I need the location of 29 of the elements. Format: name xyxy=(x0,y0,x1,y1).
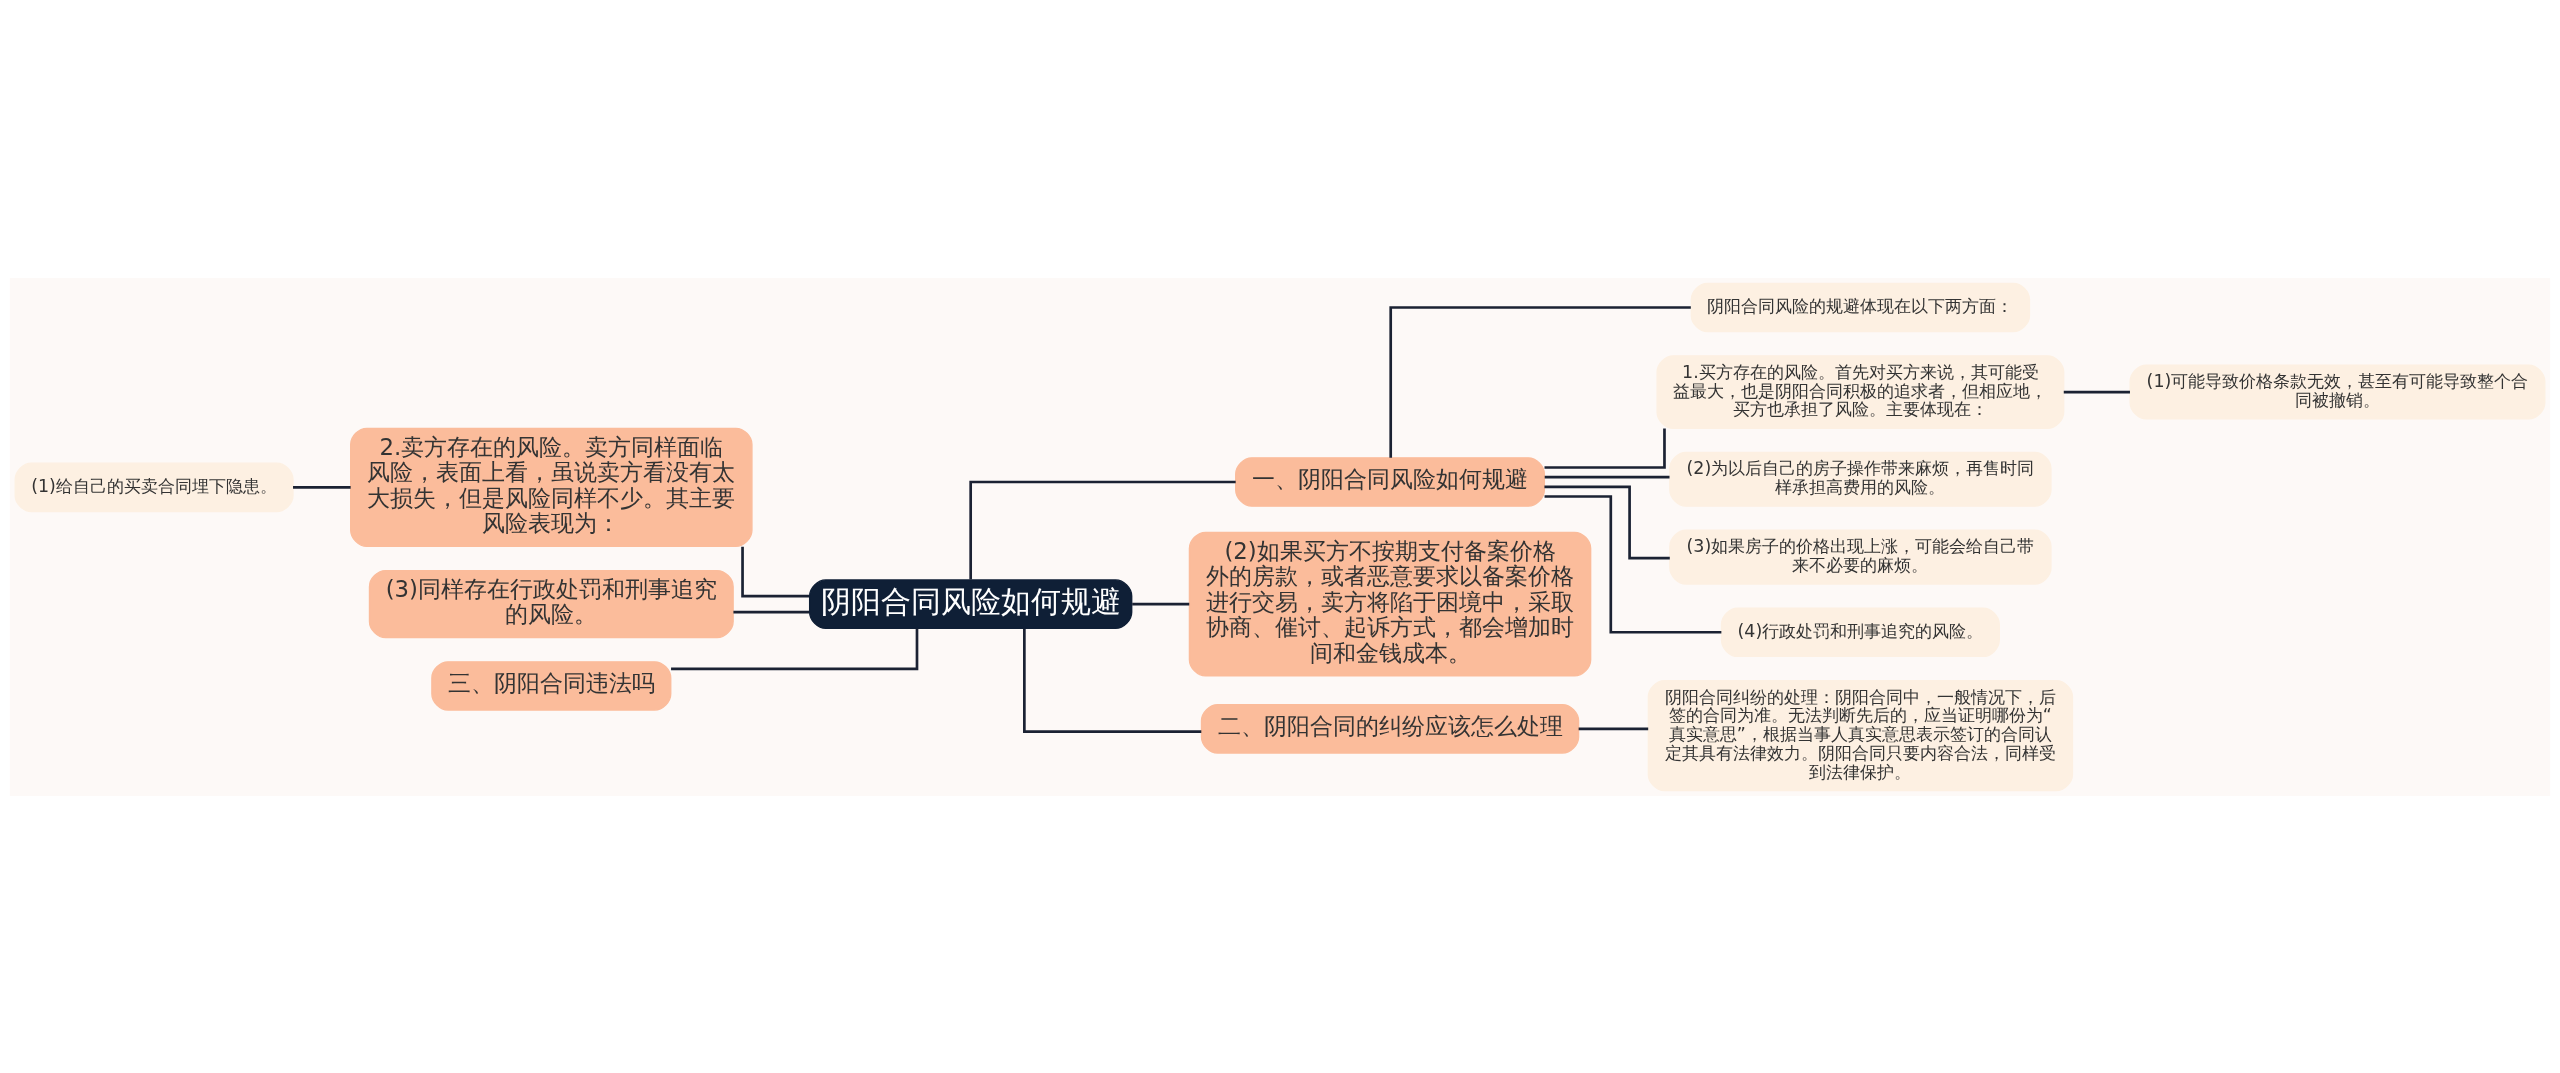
node-box: (2)如果买方不按期支付备案价格外的房款，或者恶意要求以备案价格进行交易，卖方将陷于困境中，采取协商、催讨、起诉方式，都会增加时间和金钱成本。 xyxy=(1188,531,1592,677)
node-box: 一、阴阳合同风险如何规避 xyxy=(1235,456,1546,507)
connector xyxy=(1544,484,1670,559)
connector xyxy=(1132,602,1190,605)
connector xyxy=(1389,305,1691,458)
connector xyxy=(1544,494,1722,634)
node-box: (3)如果房子的价格出现上涨，可能会给自己带来不必要的麻烦。 xyxy=(1669,529,2052,585)
node-box: (4)行政处罚和刑事追究的风险。 xyxy=(1720,606,2000,657)
node-box: (3)同样存在行政处罚和刑事追究的风险。 xyxy=(368,569,734,638)
node-box: (1)可能导致价格条款无效，甚至有可能导致整个合同被撤销。 xyxy=(2129,364,2546,420)
node-box: 阴阳合同纠纷的处理：阴阳合同中，一般情况下，后签的合同为准。无法判断先后的，应当证明哪份为“真实意思”，根据当事人真实意思表示签订的合同认定其具有法律效力。阴阳合同只要内容合法，同样受到法律保护。 xyxy=(1647,679,2074,791)
connector xyxy=(741,546,810,597)
connector xyxy=(733,610,810,613)
node-box: 三、阴阳合同违法吗 xyxy=(431,660,672,711)
connector xyxy=(1578,727,1649,730)
node-box: (2)为以后自己的房子操作带来麻烦，再售时同样承担高费用的风险。 xyxy=(1669,451,2052,507)
node-box: 阴阳合同风险如何规避 xyxy=(808,578,1133,629)
node-box: 阴阳合同风险的规避体现在以下两方面： xyxy=(1690,282,2031,332)
connector xyxy=(671,628,919,670)
node-box: 二、阴阳合同的纠纷应该怎么处理 xyxy=(1200,703,1580,754)
connector xyxy=(969,480,1236,579)
connector xyxy=(1023,628,1202,733)
connector xyxy=(2063,390,2130,393)
node-box: 2.卖方存在的风险。卖方同样面临风险，表面上看，虽说卖方看没有太大损失，但是风险同样不少。其主要风险表现为： xyxy=(350,427,753,547)
connector xyxy=(1544,427,1666,469)
connector xyxy=(293,485,351,489)
node-box: 1.买方存在的风险。首先对买方来说，其可能受益最大，也是阴阳合同积极的追求者，但相应地，买方也承担了风险。主要体现在： xyxy=(1656,354,2065,429)
node-box: (1)给自己的买卖合同埋下隐患。 xyxy=(14,462,294,512)
connector xyxy=(1544,475,1670,478)
